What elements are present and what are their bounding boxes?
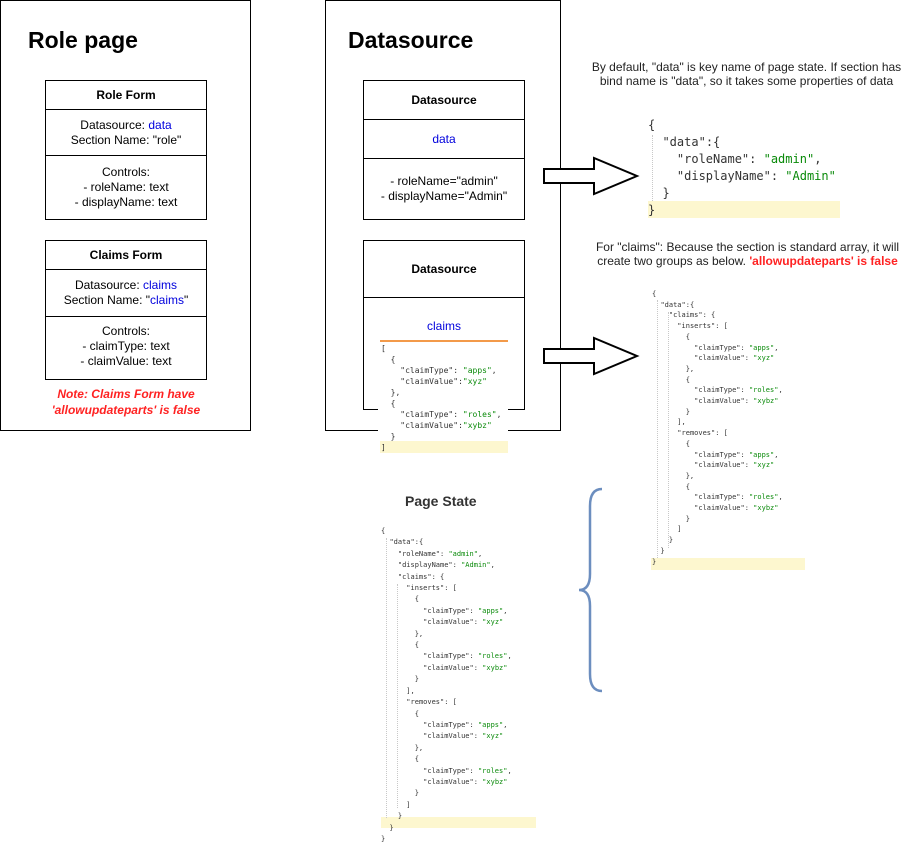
role-form-controls-section: Controls: - roleName: text - displayName… bbox=[46, 156, 206, 219]
arrow-right-icon bbox=[543, 336, 640, 376]
curly-brace-icon bbox=[578, 487, 603, 693]
json2-highlight bbox=[651, 558, 805, 570]
claims-note-line: Note: Claims Form have bbox=[57, 387, 195, 401]
claims-form-section-label: Section Name: " bbox=[63, 293, 150, 307]
role-form-datasource-value: data bbox=[148, 118, 172, 132]
datasource-box-claims-title: Datasource bbox=[364, 241, 524, 298]
page-state-guide bbox=[397, 584, 398, 808]
claims-form-box: Claims Form Datasource: claims Section N… bbox=[45, 240, 207, 380]
caption-data-default: By default, "data" is key name of page s… bbox=[591, 60, 902, 88]
page-state-title: Page State bbox=[405, 493, 477, 509]
role-form-datasource-label: Datasource: bbox=[80, 118, 149, 132]
json1-snippet: { "data":{ "roleName": "admin", "display… bbox=[648, 118, 836, 217]
claims-form-datasource-value: claims bbox=[143, 278, 178, 292]
role-form-control-item: - roleName: text bbox=[83, 180, 169, 194]
role-form-title: Role Form bbox=[46, 81, 206, 110]
caption-claims-groups: For "claims": Because the section is sta… bbox=[592, 240, 903, 268]
claims-json-highlight bbox=[380, 441, 508, 453]
claims-form-controls-section: Controls: - claimType: text - claimValue… bbox=[46, 317, 206, 379]
claims-note: Note: Claims Form have 'allowupdateparts… bbox=[40, 386, 212, 418]
datasource-box-data-title: Datasource bbox=[364, 81, 524, 120]
role-form-datasource-section: Datasource: data Section Name: "role" bbox=[46, 110, 206, 156]
caption-claims-red: 'allowupdateparts' is false bbox=[749, 254, 898, 268]
datasource-box-claims-name: claims bbox=[426, 319, 461, 333]
claims-form-datasource-section: Datasource: claims Section Name: "claims… bbox=[46, 270, 206, 317]
claims-json-snippet: [ { "claimType": "apps", "claimValue":"x… bbox=[381, 344, 502, 452]
datasource-value-item: - roleName="admin" bbox=[390, 174, 498, 188]
role-form-section-name: Section Name: "role" bbox=[70, 133, 182, 147]
datasource-value-item: - displayName="Admin" bbox=[380, 189, 508, 203]
claims-json-bg bbox=[378, 343, 508, 443]
page-state-guide bbox=[386, 538, 387, 818]
json1-guide bbox=[652, 135, 653, 201]
json2-snippet: { "data":{ "claims": { "inserts": [ { "c… bbox=[652, 290, 783, 566]
claims-form-section-value: claims bbox=[150, 293, 185, 307]
role-form-control-item: - displayName: text bbox=[74, 195, 178, 209]
json2-guide bbox=[657, 300, 658, 558]
role-form-controls-title: Controls: bbox=[101, 165, 151, 179]
claims-separator-line bbox=[380, 340, 508, 342]
role-form-box: Role Form Datasource: data Section Name:… bbox=[45, 80, 207, 220]
claims-form-title: Claims Form bbox=[46, 241, 206, 270]
arrow-right-icon bbox=[543, 156, 640, 196]
claims-form-controls-title: Controls: bbox=[101, 324, 151, 338]
datasource-box-data-name: data bbox=[364, 120, 524, 159]
page-state-json: { "data":{ "roleName": "admin", "display… bbox=[381, 527, 512, 843]
json1-highlight bbox=[648, 201, 840, 218]
claims-form-control-item: - claimValue: text bbox=[80, 354, 172, 368]
json2-guide bbox=[668, 312, 669, 548]
datasource-box-data: Datasource data - roleName="admin" - dis… bbox=[363, 80, 525, 220]
page-state-highlight bbox=[381, 817, 536, 828]
claims-form-section-end: " bbox=[184, 293, 189, 307]
claims-note-line: 'allowupdateparts' is false bbox=[51, 403, 201, 417]
claims-form-control-item: - claimType: text bbox=[82, 339, 170, 353]
datasource-box-data-values: - roleName="admin" - displayName="Admin" bbox=[364, 159, 524, 219]
claims-form-datasource-label: Datasource: bbox=[74, 278, 144, 292]
datasource-panel-title: Datasource bbox=[348, 27, 474, 53]
datasource-box-claims-body: claims bbox=[364, 298, 524, 409]
role-page-title: Role page bbox=[28, 27, 138, 53]
caption-claims-text: For "claims": Because the section is sta… bbox=[595, 240, 900, 268]
